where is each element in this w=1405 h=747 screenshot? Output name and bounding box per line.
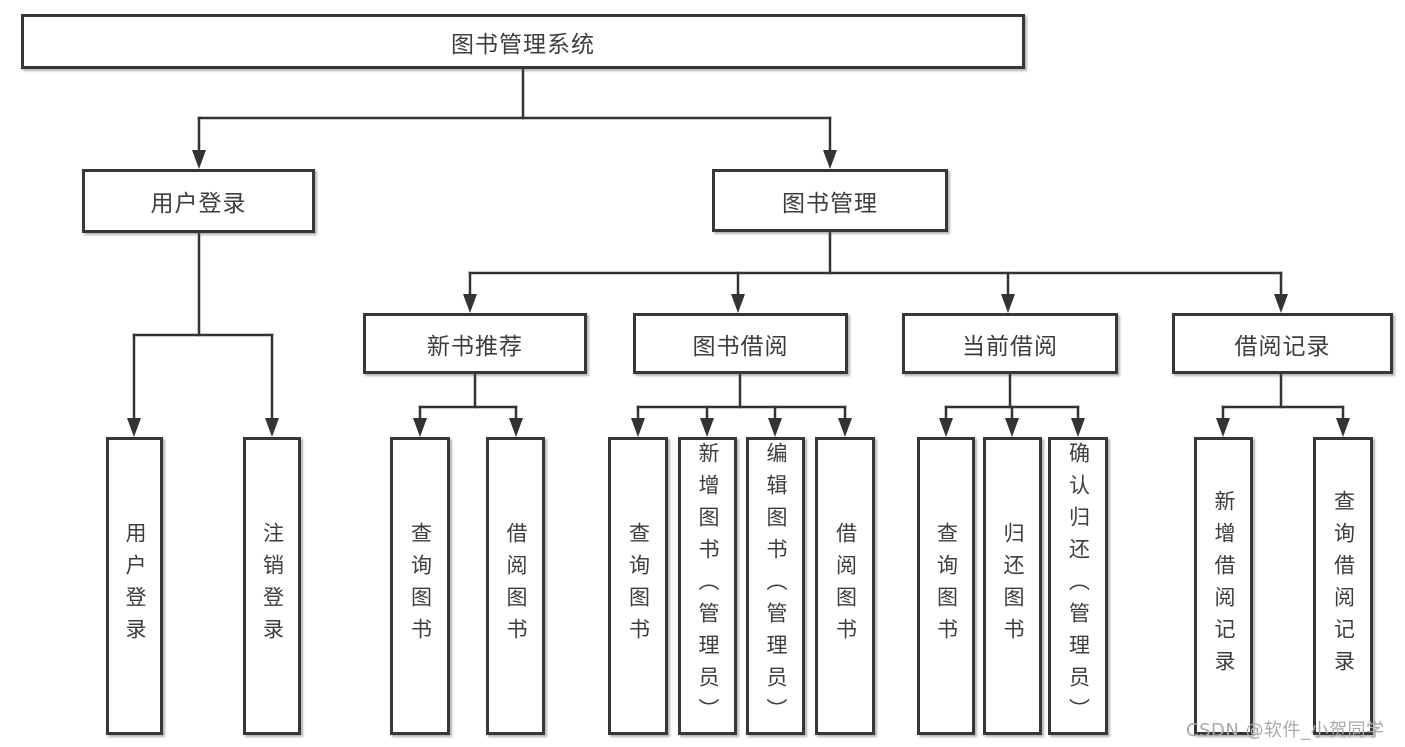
leaf-return-books: 归还图书	[983, 437, 1042, 735]
node-borrow-records: 借阅记录	[1172, 313, 1393, 374]
leaf-query-borrow-record: 查询借阅记录	[1313, 437, 1373, 735]
leaf-edit-book-admin: 编辑图书（管理员）	[746, 437, 805, 735]
leaf-add-book-admin: 新增图书（管理员）	[678, 437, 737, 735]
node-user-login: 用户登录	[82, 169, 315, 233]
node-library-system: 图书管理系统	[21, 14, 1025, 69]
leaf-logout: 注销登录	[243, 437, 301, 735]
leaf-add-borrow-record: 新增借阅记录	[1194, 437, 1253, 735]
leaf-borrow-books-2: 借阅图书	[815, 437, 875, 735]
leaf-query-books-2: 查询图书	[608, 437, 668, 735]
leaf-confirm-return-admin: 确认归还（管理员）	[1048, 437, 1108, 735]
leaf-user-login: 用户登录	[106, 437, 163, 735]
leaf-query-books-1: 查询图书	[390, 437, 450, 735]
leaf-borrow-books-1: 借阅图书	[486, 437, 545, 735]
node-book-management: 图书管理	[712, 169, 948, 232]
leaf-query-books-3: 查询图书	[917, 437, 975, 735]
node-book-borrow: 图书借阅	[633, 313, 848, 374]
watermark: CSDN @软件_小贺同学	[1186, 720, 1385, 741]
node-current-borrow: 当前借阅	[902, 313, 1118, 374]
node-new-book-recommend: 新书推荐	[363, 313, 587, 374]
